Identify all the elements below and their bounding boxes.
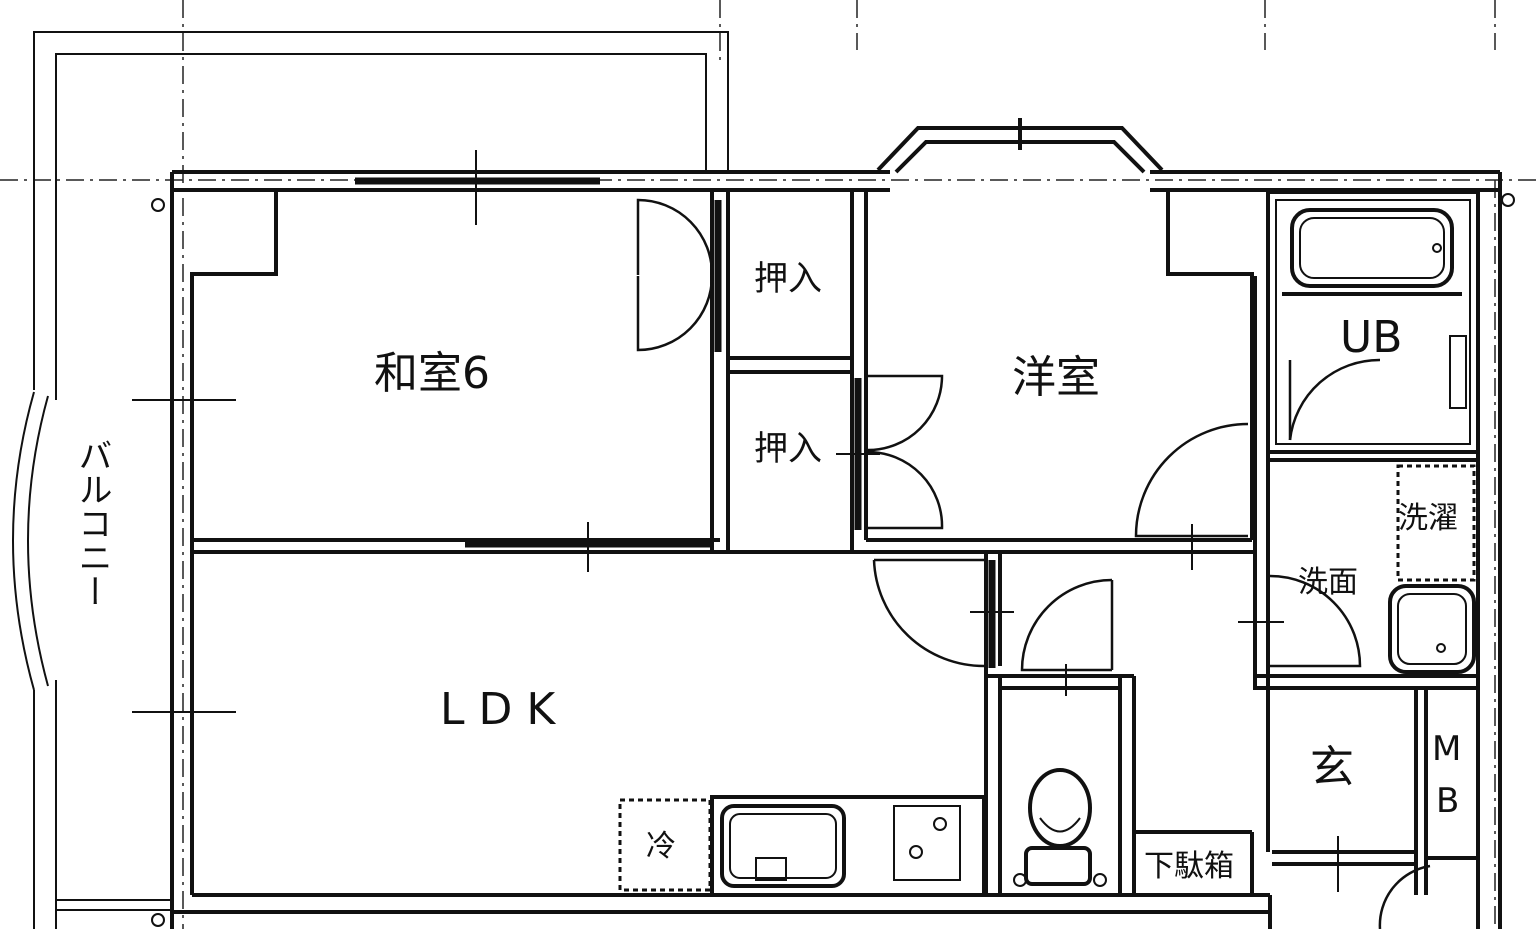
room-label-rei: 冷	[646, 829, 676, 864]
balcony	[12, 31, 729, 929]
youshitsu-walls	[866, 192, 1254, 542]
room-label-mb-m: M	[1432, 729, 1461, 769]
unit-bath	[1266, 190, 1480, 454]
room-label-balcony: バルコニー	[72, 438, 112, 608]
closet-walls	[710, 192, 868, 552]
room-label-ldk: L D K	[440, 684, 556, 735]
bay-window	[876, 118, 1164, 174]
tick-marks	[132, 150, 1515, 927]
room-label-washitsu: 和室6	[374, 348, 490, 399]
room-label-oshiire-2: 押入	[754, 429, 822, 469]
room-label-geta: 下駄箱	[1144, 849, 1234, 884]
room-label-youshitsu: 洋室	[1012, 352, 1100, 403]
room-label-senmen: 洗面	[1298, 565, 1358, 600]
room-label-ub: UB	[1340, 312, 1402, 363]
room-label-genkan: 玄	[1310, 742, 1354, 793]
entrance	[1134, 688, 1478, 895]
kitchen-counter	[618, 795, 986, 897]
room-label-sentaku: 洗濯	[1398, 501, 1458, 536]
toilet-room	[984, 552, 1136, 895]
room-label-mb-b: B	[1436, 781, 1459, 821]
doors	[636, 198, 1431, 929]
room-label-oshiire-1: 押入	[754, 259, 822, 299]
